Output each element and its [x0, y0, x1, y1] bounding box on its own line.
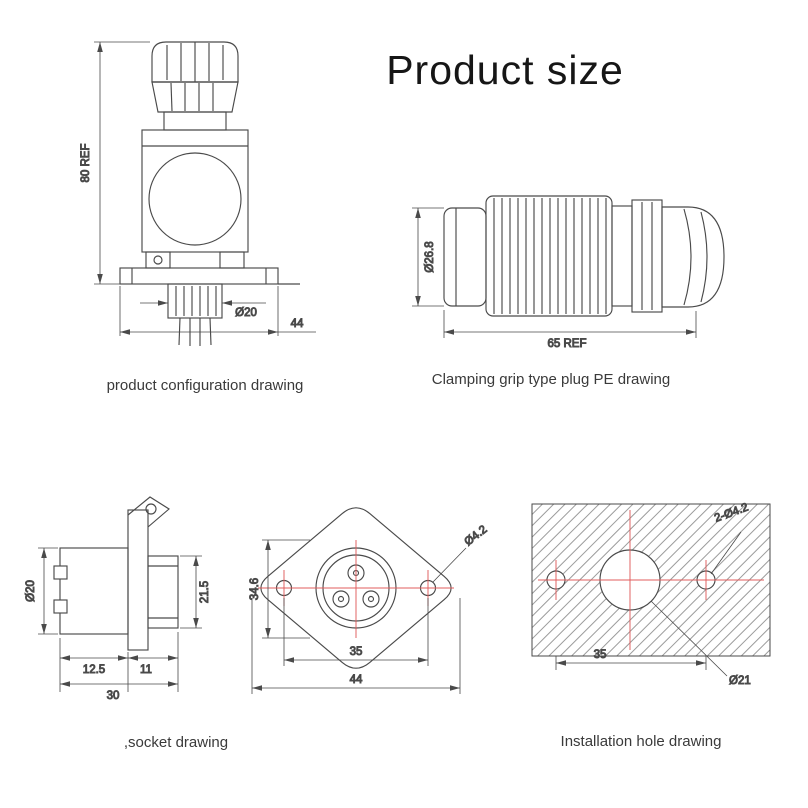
cable-gland [151, 41, 239, 131]
connector-body [141, 129, 249, 269]
socket-ear [127, 496, 170, 528]
pin-3-dot [367, 595, 375, 603]
page-title: Product size [386, 47, 624, 93]
caption-install: Installation hole drawing [561, 733, 722, 750]
config-dimensions: 80 REF Ø20 44 [80, 41, 316, 336]
plug-gland-dome [661, 206, 725, 308]
threaded-stem [167, 283, 223, 319]
dim-body-dia-label: Ø20 [25, 580, 37, 602]
socket-body [53, 547, 129, 635]
dim-flange-height-label: 34.6 [249, 578, 261, 600]
installation-hole-drawing: 2-Ø4.2 Ø21 35 [531, 501, 771, 688]
ear-hole [145, 503, 157, 515]
dim-center-dia-label: Ø21 [729, 675, 751, 687]
caption-config: product configuration drawing [107, 377, 304, 394]
body-circle [148, 152, 242, 246]
dim-stem-len-label: 11 [140, 664, 152, 676]
dim-stem-height-label: 21.5 [199, 581, 211, 603]
socket-drawing: Ø20 21.5 12.5 11 30 [25, 496, 212, 703]
socket-flange [127, 509, 149, 651]
dim-plug-dia-label: Ø26.8 [424, 241, 436, 272]
mounting-flange [119, 267, 300, 285]
caption-plug: Clamping grip type plug PE drawing [432, 371, 670, 388]
dim-body-len-label: 12.5 [83, 664, 105, 676]
caption-socket: ,socket drawing [124, 734, 228, 751]
pin-3 [362, 590, 380, 608]
plug-ribbed-body [485, 195, 613, 317]
plug-dimensions: Ø26.8 65 REF [412, 207, 697, 351]
plug-end-cap [443, 207, 487, 307]
pin-2-dot [337, 595, 345, 603]
install-centerlines [538, 510, 764, 650]
flange-dimensions: 34.6 Ø4.2 35 44 [249, 523, 490, 694]
socket-front-view: 34.6 Ø4.2 35 44 [249, 507, 490, 694]
socket-stem [147, 555, 179, 629]
dim-flange-width-label: 44 [291, 318, 304, 330]
dim-total-len-label: 30 [107, 690, 120, 702]
dim-stem-dia-label: Ø20 [235, 307, 257, 319]
dim-plug-length-label: 65 REF [548, 338, 587, 350]
dim-height-label: 80 REF [80, 144, 92, 183]
product-configuration-drawing: 80 REF Ø20 44 [80, 41, 316, 346]
plug-gland-nut [611, 199, 663, 313]
dim-hole-spacing-label: 35 [350, 646, 363, 658]
dim-hole-dia-label: Ø4.2 [462, 524, 489, 549]
plug-pe-drawing: Ø26.8 65 REF [412, 195, 725, 351]
socket-dimensions: Ø20 21.5 12.5 11 30 [25, 547, 212, 703]
pin-2 [332, 590, 350, 608]
dim-spacing-label: 35 [594, 649, 607, 661]
dim-flange-width-label: 44 [350, 674, 363, 686]
hinge-pin [153, 255, 163, 265]
